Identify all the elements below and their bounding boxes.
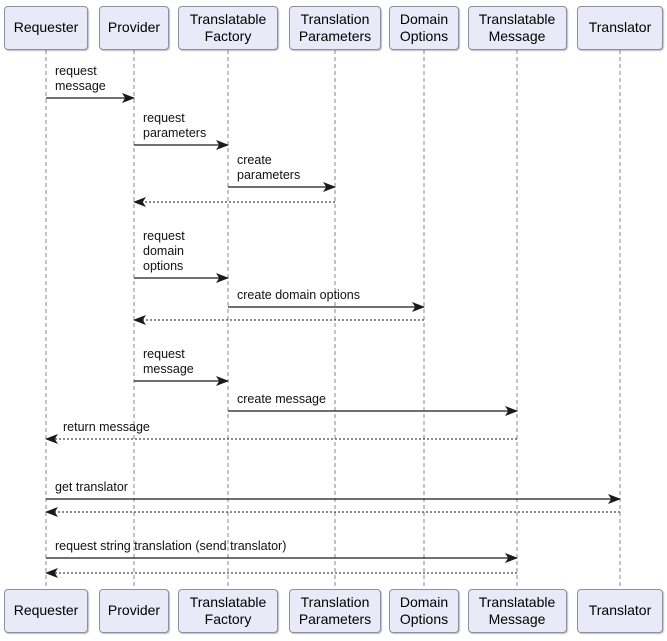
- message-label-create-message: create message: [237, 392, 326, 407]
- participant-top-provider: Provider: [99, 6, 169, 50]
- message-label-line: message: [143, 362, 194, 376]
- participant-label: Translator: [588, 19, 652, 36]
- message-label-line: create message: [237, 392, 326, 406]
- message-label-line: request: [143, 111, 185, 125]
- participant-top-translatable-factory: Translatable Factory: [178, 6, 278, 50]
- participant-label: Translatable Message: [478, 593, 556, 627]
- participant-bottom-translatable-message: Translatable Message: [467, 589, 567, 633]
- message-label-line: request: [143, 347, 185, 361]
- participant-label: Domain Options: [399, 593, 449, 627]
- participant-bottom-translation-parameters: Translation Parameters: [289, 589, 381, 633]
- participant-top-translator: Translator: [577, 6, 663, 50]
- message-label-line: get translator: [55, 480, 128, 494]
- participant-top-translatable-message: Translatable Message: [467, 6, 567, 50]
- participant-label: Translatable Factory: [189, 593, 267, 627]
- participant-label: Provider: [107, 19, 161, 36]
- message-label-create-domain-options: create domain options: [237, 288, 360, 303]
- participant-top-translation-parameters: Translation Parameters: [289, 6, 381, 50]
- participant-label: Translation Parameters: [298, 593, 372, 627]
- message-label-line: parameters: [143, 126, 207, 140]
- message-label-line: domain: [143, 244, 184, 258]
- message-label-request-string-translation: request string translation (send transla…: [55, 539, 286, 554]
- participant-label: Provider: [107, 602, 161, 619]
- message-label-return-message: return message: [63, 420, 150, 435]
- participant-label: Translatable Message: [478, 10, 556, 44]
- participant-label: Requester: [13, 602, 79, 619]
- participant-label: Translatable Factory: [189, 10, 267, 44]
- participant-bottom-translatable-factory: Translatable Factory: [178, 589, 278, 633]
- participant-bottom-translator: Translator: [577, 589, 663, 633]
- message-label-line: request: [55, 64, 97, 78]
- participant-bottom-provider: Provider: [99, 589, 169, 633]
- message-label-line: create domain options: [237, 288, 360, 302]
- message-label-line: message: [55, 79, 106, 93]
- participant-label: Translation Parameters: [298, 10, 372, 44]
- participant-label: Requester: [13, 19, 79, 36]
- message-label-line: options: [143, 259, 184, 273]
- message-label-line: create: [237, 153, 272, 167]
- message-label-line: return message: [63, 420, 150, 434]
- participant-bottom-requester: Requester: [4, 589, 88, 633]
- participant-bottom-domain-options: Domain Options: [389, 589, 459, 633]
- participant-label: Translator: [588, 602, 652, 619]
- message-label-line: parameters: [237, 168, 301, 182]
- participant-top-requester: Requester: [4, 6, 88, 50]
- participant-label: Domain Options: [399, 10, 449, 44]
- message-label-line: request string translation (send transla…: [55, 539, 287, 553]
- message-label-get-translator: get translator: [55, 480, 128, 495]
- message-label-line: request: [143, 229, 185, 243]
- participant-top-domain-options: Domain Options: [389, 6, 459, 50]
